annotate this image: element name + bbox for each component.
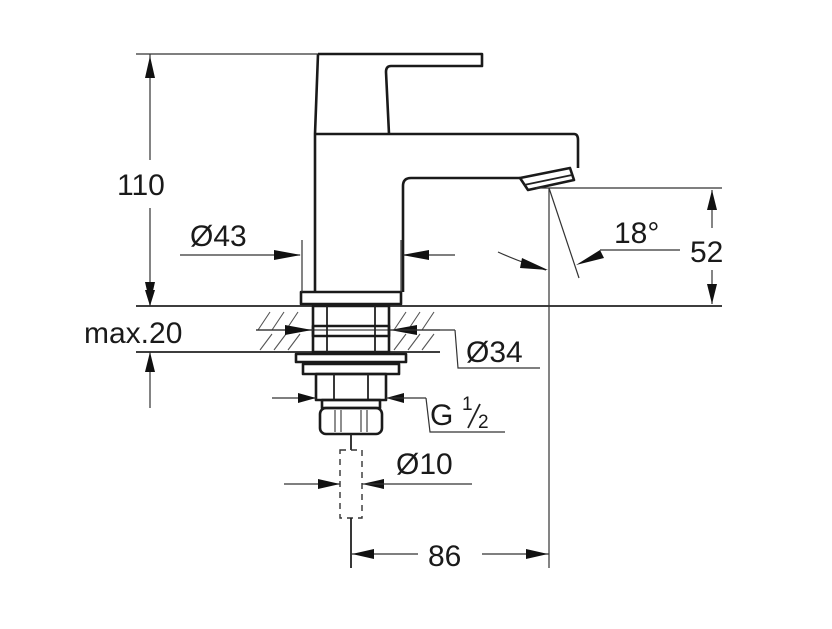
dim-projection: 86: [351, 540, 549, 573]
thread-numerator: 1: [462, 394, 473, 415]
deck-section: [136, 305, 722, 353]
hole-diameter-label: Ø34: [466, 336, 523, 369]
mounting-shank: [294, 304, 408, 436]
dim-spout-angle: 18°: [497, 187, 680, 568]
dim-hole-diameter: Ø34: [256, 325, 540, 369]
spout-height-label: 52: [690, 236, 723, 269]
dim-pipe-diameter: Ø10: [284, 448, 472, 489]
dim-height: 110: [117, 53, 318, 306]
height-label: 110: [117, 169, 165, 202]
projection-label: 86: [428, 540, 461, 573]
dim-max-deck: max.20: [84, 290, 182, 408]
pipe-diameter-label: Ø10: [396, 448, 453, 481]
spout-angle-label: 18°: [614, 217, 659, 250]
thread-denominator: 2: [478, 412, 489, 433]
dim-spout-height: 52: [536, 187, 723, 304]
supply-pipe: [339, 434, 363, 568]
thread-prefix: G: [430, 399, 453, 432]
dim-thread: G 1 2: [272, 393, 505, 433]
body-diameter-label: Ø43: [190, 220, 247, 253]
dim-body-diameter: Ø43: [180, 220, 455, 292]
max-deck-label: max.20: [84, 317, 182, 350]
faucet-body: [299, 52, 580, 306]
